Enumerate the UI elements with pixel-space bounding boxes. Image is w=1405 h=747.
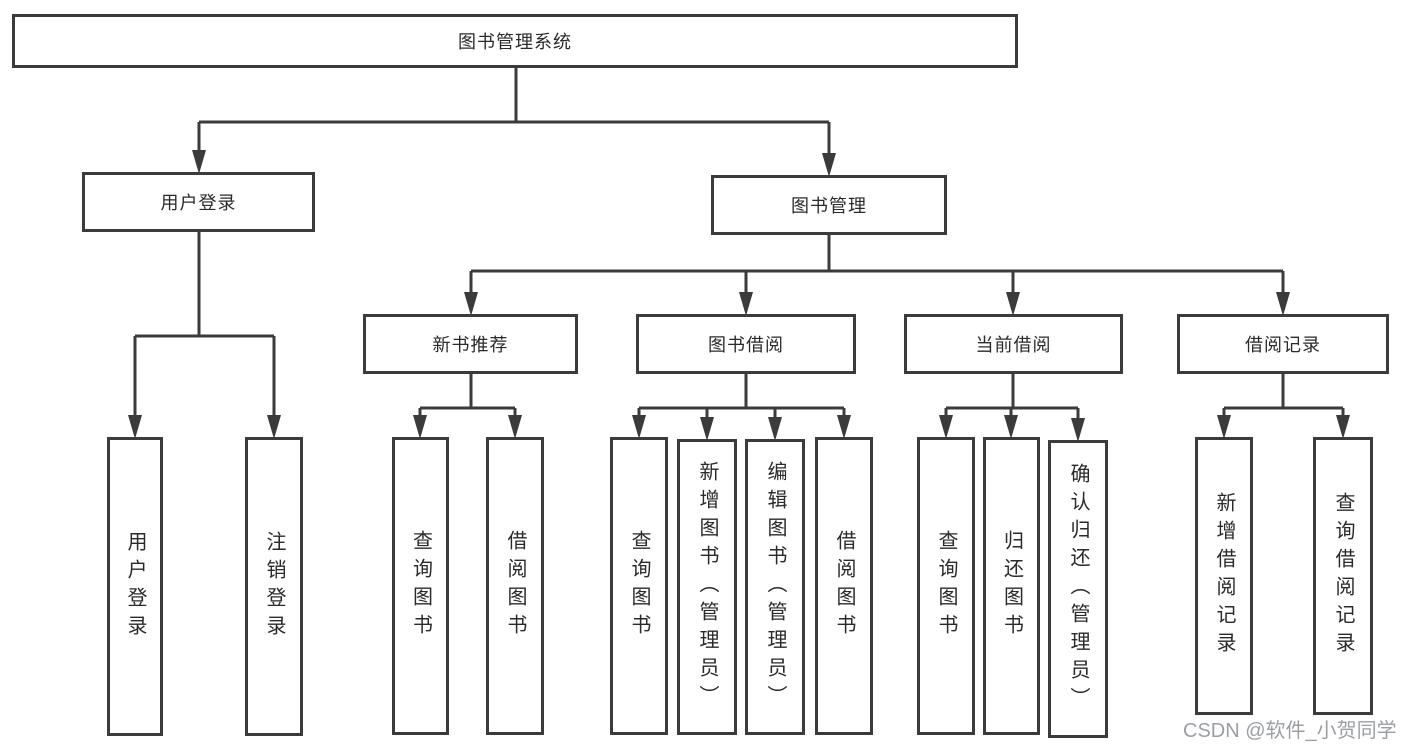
leaf-query-books-3-label: 查询图书 <box>935 530 957 642</box>
leaf-query-books-1-label: 查询图书 <box>409 530 432 642</box>
node-book-borrowing: 图书借阅 <box>636 314 856 374</box>
node-root: 图书管理系统 <box>12 14 1018 68</box>
node-current-borrowing: 当前借阅 <box>904 314 1123 374</box>
leaf-add-books-admin-label: 新增图书（管理员） <box>696 461 718 713</box>
leaf-query-books-3: 查询图书 <box>917 437 975 735</box>
node-new-book-recommend: 新书推荐 <box>363 314 578 374</box>
leaf-query-books-2-label: 查询图书 <box>628 530 650 642</box>
leaf-borrow-books-2-label: 借阅图书 <box>833 530 855 642</box>
leaf-confirm-return-admin: 确认归还（管理员） <box>1048 440 1108 738</box>
leaf-user-login-label: 用户登录 <box>124 530 146 643</box>
node-book-borrowing-label: 图书借阅 <box>708 335 784 355</box>
node-book-management-label: 图书管理 <box>791 196 867 216</box>
node-root-label: 图书管理系统 <box>458 32 572 52</box>
leaf-logout-label: 注销登录 <box>263 530 285 643</box>
node-borrowing-records-label: 借阅记录 <box>1245 335 1321 355</box>
leaf-borrow-books-1: 借阅图书 <box>486 437 544 735</box>
leaf-add-borrow-record-label: 新增借阅记录 <box>1213 492 1235 660</box>
node-user-login: 用户登录 <box>82 172 315 232</box>
node-borrowing-records: 借阅记录 <box>1177 314 1389 374</box>
leaf-query-books-1: 查询图书 <box>392 437 449 735</box>
leaf-borrow-books-1-label: 借阅图书 <box>504 530 526 642</box>
leaf-logout: 注销登录 <box>245 437 303 736</box>
leaf-return-books-label: 归还图书 <box>1000 530 1023 642</box>
node-user-login-label: 用户登录 <box>160 193 237 213</box>
leaf-borrow-books-2: 借阅图书 <box>815 437 873 735</box>
node-book-management: 图书管理 <box>711 175 947 235</box>
leaf-query-borrow-record-label: 查询借阅记录 <box>1332 492 1354 660</box>
leaf-return-books: 归还图书 <box>983 437 1040 735</box>
leaf-add-borrow-record: 新增借阅记录 <box>1195 437 1253 715</box>
leaf-query-borrow-record: 查询借阅记录 <box>1313 437 1373 715</box>
node-new-book-recommend-label: 新书推荐 <box>432 335 509 355</box>
leaf-confirm-return-admin-label: 确认归还（管理员） <box>1067 463 1089 715</box>
leaf-edit-books-admin: 编辑图书（管理员） <box>745 439 805 735</box>
leaf-user-login: 用户登录 <box>107 437 163 736</box>
csdn-watermark: CSDN @软件_小贺同学 <box>1183 720 1397 742</box>
node-current-borrowing-label: 当前借阅 <box>975 335 1052 355</box>
leaf-add-books-admin: 新增图书（管理员） <box>677 439 737 735</box>
leaf-edit-books-admin-label: 编辑图书（管理员） <box>764 461 786 713</box>
leaf-query-books-2: 查询图书 <box>610 437 668 735</box>
